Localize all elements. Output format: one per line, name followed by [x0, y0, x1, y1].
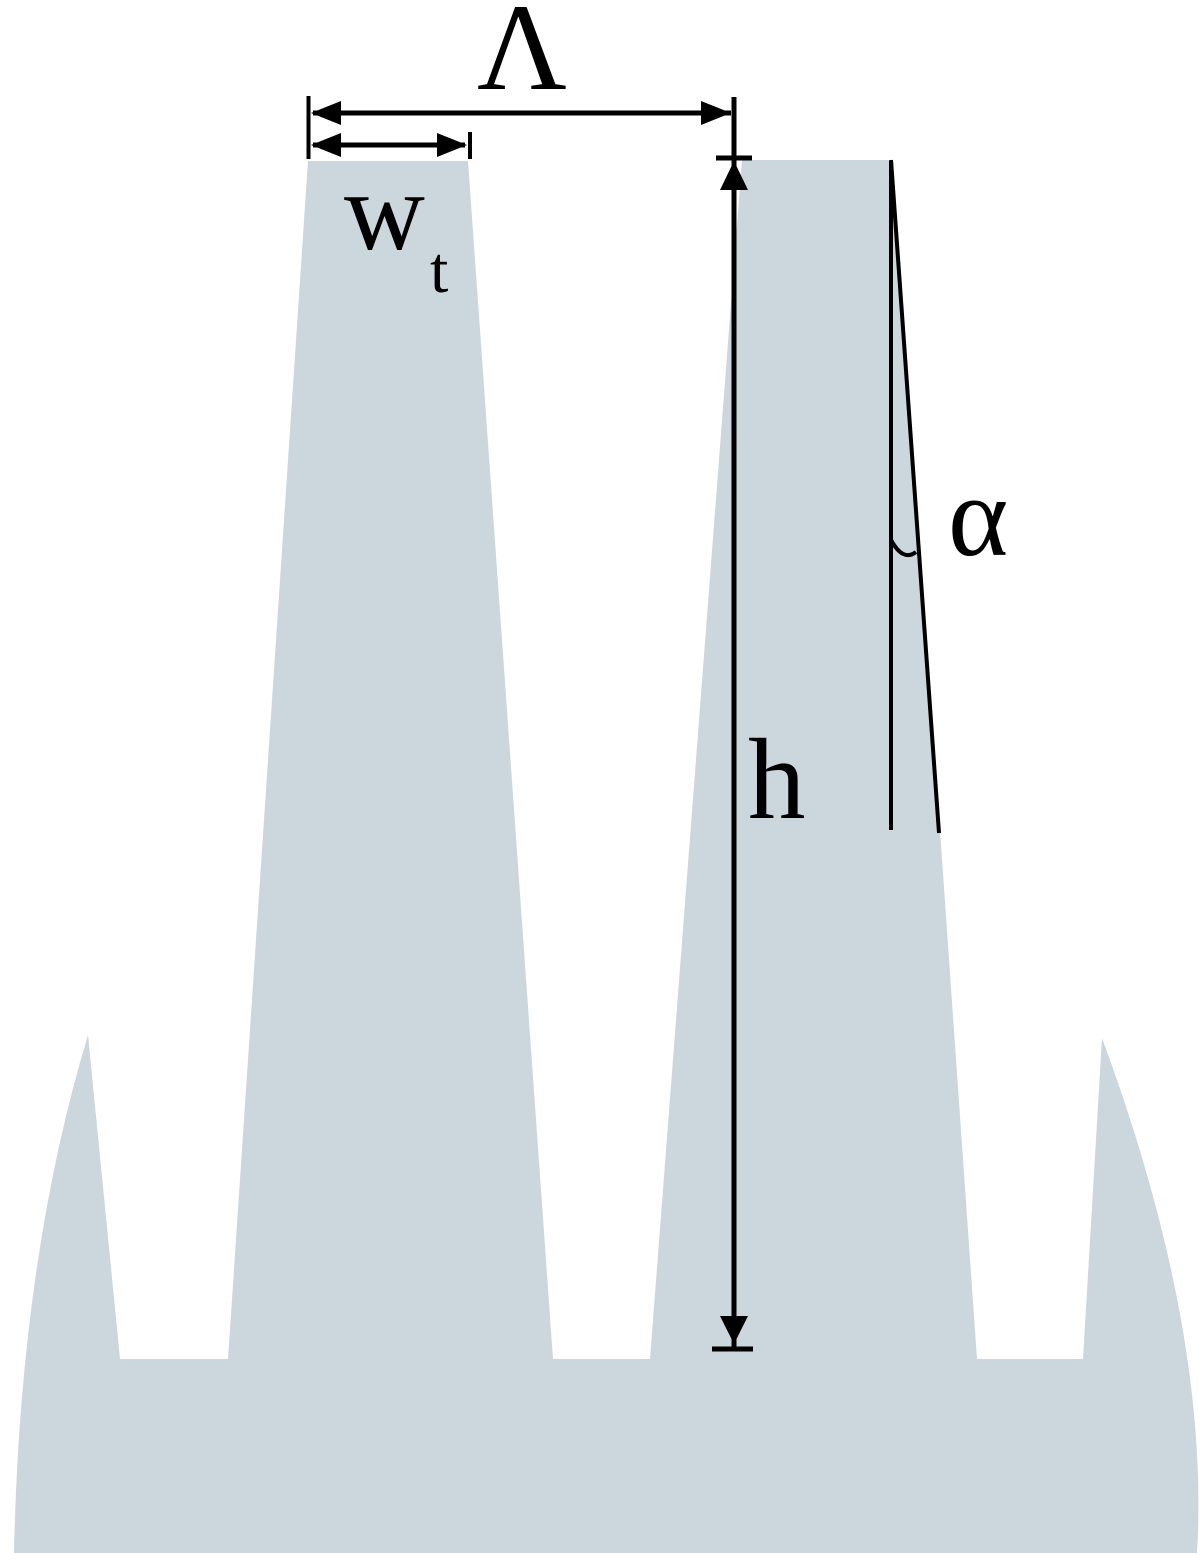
top-width-arrowhead-right — [437, 133, 467, 157]
top-width-subscript-label: t — [430, 234, 448, 307]
grating-cross-section-shape — [14, 160, 1199, 1553]
sidewall-angle-arc — [889, 539, 918, 557]
labels-group: Λ w t h α — [344, 0, 1008, 843]
sidewall-angle-label: α — [948, 453, 1008, 580]
sidewall-slope-reference-line — [889, 159, 941, 834]
top-width-arrowhead-left — [311, 133, 341, 157]
height-arrowhead-bottom — [720, 1316, 748, 1344]
period-label: Λ — [477, 0, 567, 116]
height-arrowhead-top — [720, 161, 748, 190]
period-arrowhead-right — [701, 101, 731, 125]
height-label: h — [748, 716, 806, 843]
arrowheads — [311, 101, 748, 1344]
period-arrowhead-left — [311, 101, 341, 125]
top-width-label: w — [344, 150, 425, 274]
